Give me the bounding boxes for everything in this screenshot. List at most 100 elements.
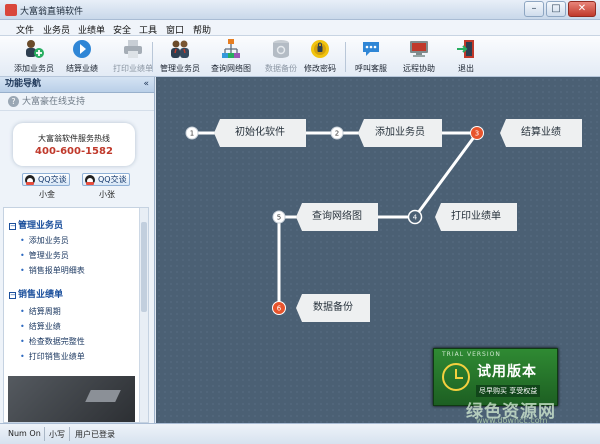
qq-chat-label: QQ交谈	[38, 175, 67, 184]
toolbar: 添加业务员 结算业绩 打印业绩单 管理业务员 查询网络图 数据备份 修	[0, 36, 600, 77]
flow-step-3-box[interactable]: 结算业绩	[500, 119, 582, 147]
menu-help[interactable]: 帮助	[193, 26, 212, 36]
minimize-button[interactable]: –	[524, 1, 544, 17]
nav-link-print-sales[interactable]: 打印销售业绩单	[20, 351, 85, 362]
site-watermark-url: www.downcc.com	[476, 416, 548, 425]
network-chart-button[interactable]: 查询网络图	[203, 38, 259, 76]
settle-performance-label: 结算业绩	[66, 64, 98, 73]
status-case: 小写	[49, 430, 65, 439]
exit-label: 退出	[458, 64, 474, 73]
nav-group-title: 销售业绩单	[18, 290, 64, 300]
manage-people-icon	[169, 38, 191, 60]
printer-icon	[122, 38, 144, 60]
exit-button[interactable]: 退出	[438, 38, 494, 76]
qq-contact-name: 小张	[99, 190, 115, 199]
panel-header: 功能导航 «	[0, 77, 154, 93]
chat-bubble-icon	[360, 38, 382, 60]
help-question-icon: ?	[8, 96, 19, 107]
status-separator	[44, 427, 45, 441]
scrollbar-thumb[interactable]	[141, 222, 147, 312]
hotline-label: 大富翁软件服务热线	[38, 134, 110, 143]
status-separator	[69, 427, 70, 441]
menu-salesman[interactable]: 业务员	[43, 26, 71, 36]
nav-link-check-data[interactable]: 检查数据完整性	[20, 336, 85, 347]
flow-step-2-number: 2	[335, 130, 339, 138]
nav-link-sales-detail[interactable]: 销售报单明细表	[20, 265, 85, 276]
qq-chat-button-2[interactable]: QQ交谈	[82, 173, 130, 186]
add-salesman-button[interactable]: 添加业务员	[6, 38, 62, 76]
flow-step-2-node	[330, 126, 344, 140]
qq-chat-button-1[interactable]: QQ交谈	[22, 173, 70, 186]
navigation-tree: −管理业务员 添加业务员 管理业务员 销售报单明细表 −销售业绩单 结算周期 结…	[3, 207, 149, 423]
nav-link-settlement-period[interactable]: 结算周期	[20, 306, 61, 317]
network-chart-label: 查询网络图	[211, 64, 251, 73]
online-support-title: 大富豪在线支持	[22, 97, 86, 107]
window-title: 大富翁直销软件	[20, 7, 84, 17]
flow-step-3-node	[470, 126, 484, 140]
trial-version-badge[interactable]: TRIAL VERSION 试用版本 尽早购买 享受权益	[433, 348, 558, 406]
settle-performance-button[interactable]: 结算业绩	[54, 38, 110, 76]
menu-window[interactable]: 窗口	[166, 26, 185, 36]
maximize-button[interactable]: □	[546, 1, 566, 17]
nav-link-settle-performance[interactable]: 结算业绩	[20, 321, 61, 332]
data-backup-button[interactable]: 数据备份	[253, 38, 309, 76]
clock-icon	[442, 363, 470, 391]
nav-link-manage-salesman[interactable]: 管理业务员	[20, 250, 69, 261]
hotline-card: 大富翁软件服务热线 400-600-1582	[13, 123, 135, 166]
nav-group-manage-salesman[interactable]: −管理业务员	[9, 218, 63, 231]
remote-assist-button[interactable]: 远程协助	[391, 38, 447, 76]
flow-step-6-box[interactable]: 数据备份	[296, 294, 370, 322]
collapse-panel-button[interactable]: «	[143, 79, 149, 89]
settle-play-icon	[71, 38, 93, 60]
status-num-lock: Num On	[8, 429, 41, 438]
remote-assist-icon	[408, 38, 430, 60]
nav-group-sales-performance[interactable]: −销售业绩单	[9, 287, 63, 300]
trial-title: 试用版本	[477, 364, 537, 380]
flow-step-2-box[interactable]: 添加业务员	[358, 119, 442, 147]
print-performance-label: 打印业绩单	[113, 64, 153, 73]
flow-step-3-number: 3	[475, 130, 479, 138]
menu-security[interactable]: 安全	[113, 26, 132, 36]
toolbar-separator	[345, 42, 346, 72]
add-salesman-icon	[23, 38, 45, 60]
nav-link-add-salesman[interactable]: 添加业务员	[20, 235, 69, 246]
menu-performance[interactable]: 业绩单	[78, 26, 106, 36]
menu-file[interactable]: 文件	[16, 26, 35, 36]
trial-subtitle: 尽早购买 享受权益	[476, 385, 541, 397]
manage-salesman-button[interactable]: 管理业务员	[152, 38, 208, 76]
database-backup-icon	[270, 38, 292, 60]
flow-step-5-number: 5	[277, 214, 281, 222]
qq-contact-name: 小金	[39, 190, 55, 199]
app-logo-icon	[5, 4, 17, 16]
close-button[interactable]: ✕	[568, 1, 596, 17]
menu-bar: 文件 业务员 业绩单 安全 工具 窗口 帮助	[0, 20, 600, 36]
print-performance-button[interactable]: 打印业绩单	[105, 38, 161, 76]
toolbar-separator	[152, 42, 153, 72]
flow-step-6-node	[272, 301, 286, 315]
function-navigation-panel: 功能导航 « ?大富豪在线支持 大富翁软件服务热线 400-600-1582 Q…	[0, 77, 155, 423]
menu-tools[interactable]: 工具	[139, 26, 158, 36]
status-bar: Num On 小写 用户已登录	[0, 423, 600, 444]
title-bar: 大富翁直销软件 – □ ✕	[0, 0, 600, 20]
collapse-toggle-icon: −	[9, 222, 16, 230]
promo-image	[8, 376, 135, 422]
flow-step-1-node	[185, 126, 199, 140]
call-support-label: 呼叫客服	[355, 64, 387, 73]
sidebar-scrollbar[interactable]	[139, 208, 148, 422]
hotline-number: 400-600-1582	[35, 146, 113, 157]
flow-step-4-box[interactable]: 打印业绩单	[435, 203, 517, 231]
change-password-label: 修改密码	[304, 64, 336, 73]
flow-step-5-box[interactable]: 查询网络图	[296, 203, 378, 231]
manage-salesman-label: 管理业务员	[160, 64, 200, 73]
flow-step-4-node	[407, 209, 423, 225]
flow-step-5-node	[272, 210, 286, 224]
network-chart-icon	[220, 38, 242, 60]
change-password-button[interactable]: 修改密码	[292, 38, 348, 76]
remote-assist-label: 远程协助	[403, 64, 435, 73]
key-lock-icon	[309, 38, 331, 60]
call-support-button[interactable]: 呼叫客服	[343, 38, 399, 76]
qq-chat-label: QQ交谈	[98, 175, 127, 184]
workflow-nodes: 1 2 3 4 5 6	[185, 126, 484, 315]
flow-step-1-box[interactable]: 初始化软件	[214, 119, 306, 147]
trial-version-label: TRIAL VERSION	[442, 351, 501, 358]
